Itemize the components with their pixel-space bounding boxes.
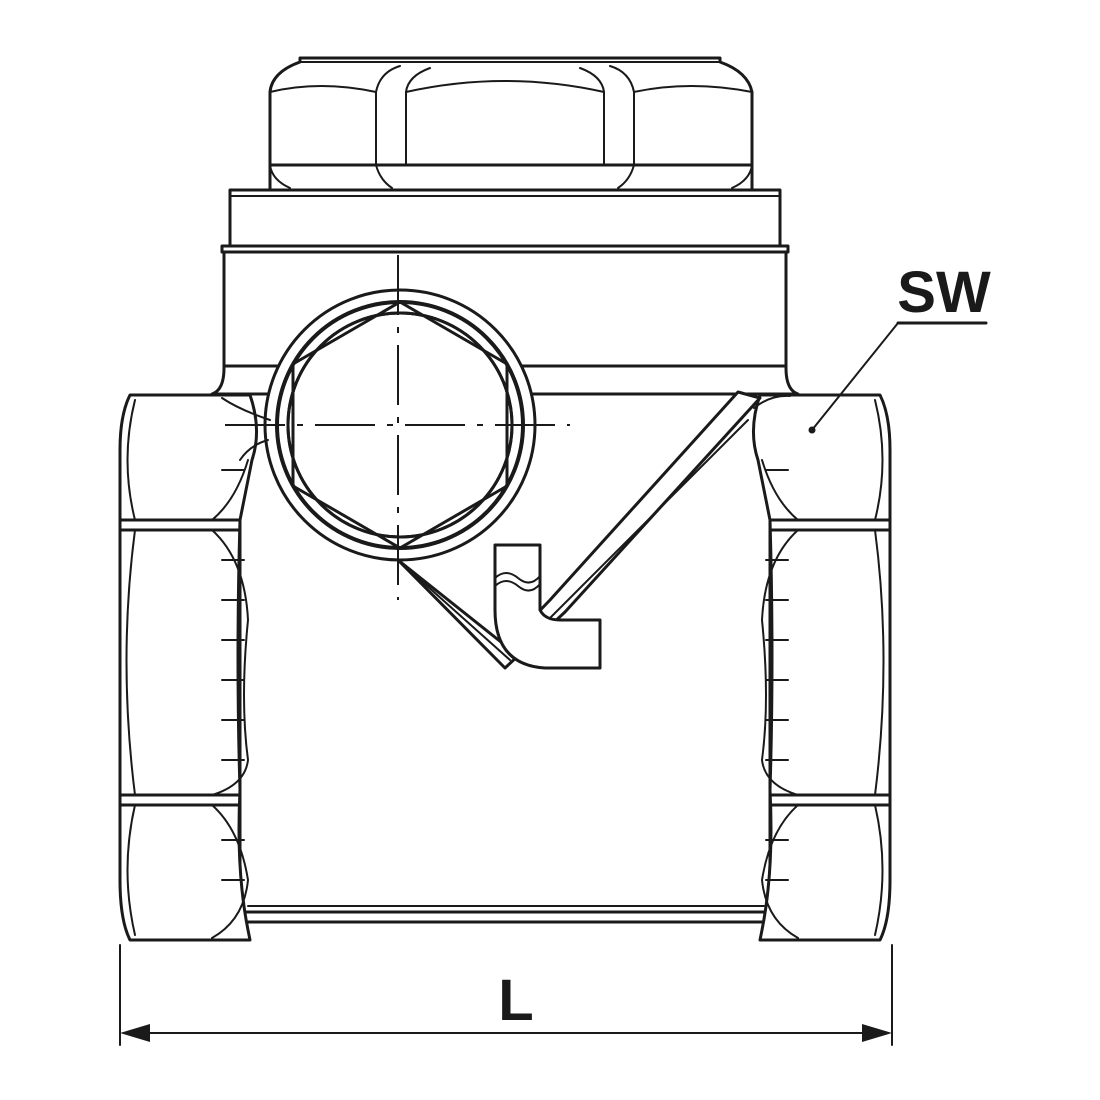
pipe-elbow-symbol (493, 543, 602, 670)
center-lines (225, 255, 570, 600)
sw-label: SW (897, 260, 991, 325)
hex-cap (268, 56, 754, 192)
left-hex-end (118, 393, 259, 942)
right-hex-end (751, 393, 892, 942)
length-dimension: L (119, 944, 893, 1046)
dim-arrow-right (862, 1024, 892, 1042)
l-label: L (498, 968, 533, 1033)
dim-arrow-left (120, 1024, 150, 1042)
cap-flange (220, 188, 790, 254)
sw-callout: SW (808, 260, 991, 434)
